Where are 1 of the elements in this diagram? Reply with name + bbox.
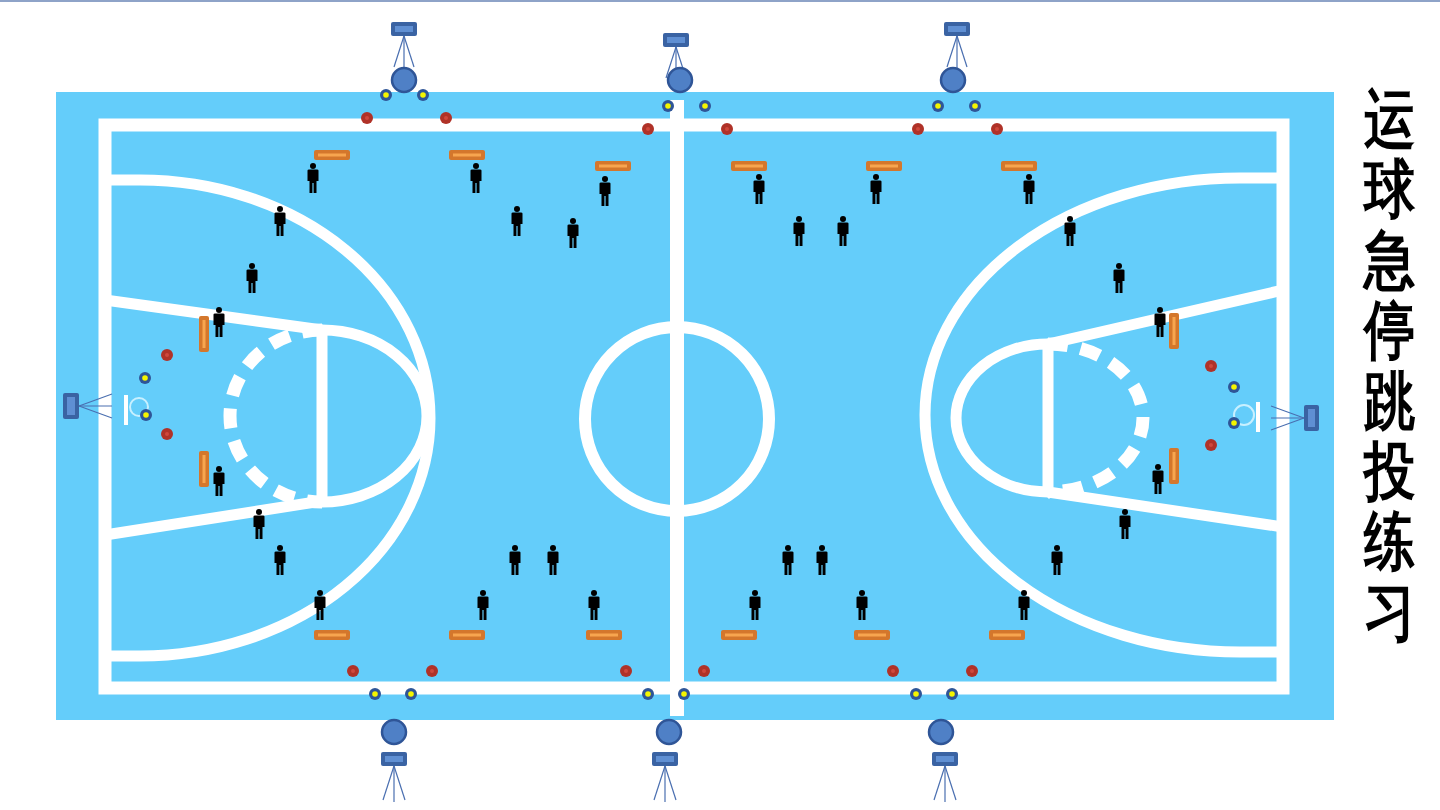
title: 运球急停跳投练习 [1364,84,1416,648]
